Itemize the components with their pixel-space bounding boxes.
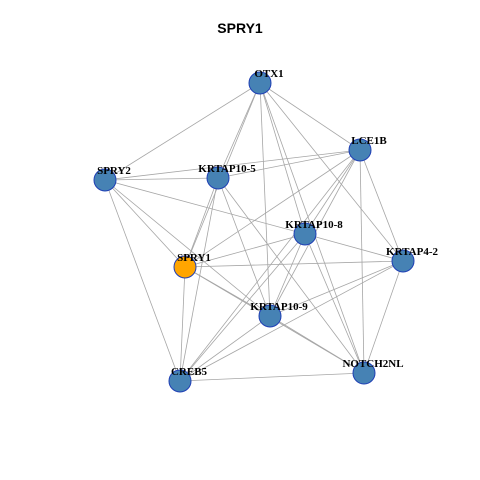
edge-krtap4-2-creb5 bbox=[179, 260, 404, 382]
edge-krtap10-8-creb5 bbox=[179, 233, 306, 382]
edge-krtap10-5-krtap10-9 bbox=[217, 177, 271, 317]
edge-krtap10-5-notch2nl bbox=[217, 177, 365, 374]
node-creb5 bbox=[168, 369, 192, 393]
edge-krtap10-5-creb5 bbox=[179, 177, 219, 382]
edge-krtap4-2-krtap10-9 bbox=[269, 260, 404, 317]
edge-spry2-creb5 bbox=[104, 179, 181, 382]
node-layer bbox=[93, 71, 415, 393]
edge-lce1b-creb5 bbox=[179, 149, 361, 382]
edge-otx1-krtap10-5 bbox=[217, 82, 261, 179]
node-label-krtap4-2: KRTAP4-2 bbox=[386, 246, 438, 258]
edge-lce1b-spry1 bbox=[184, 149, 361, 268]
node-otx1 bbox=[248, 71, 272, 95]
edge-spry2-spry1 bbox=[104, 179, 186, 268]
edge-lce1b-krtap10-8 bbox=[304, 149, 361, 235]
node-label-spry1: SPRY1 bbox=[177, 252, 211, 264]
edge-krtap10-8-krtap10-9 bbox=[269, 233, 306, 317]
edge-spry2-krtap10-8 bbox=[104, 179, 306, 235]
node-label-krtap10-5: KRTAP10-5 bbox=[198, 163, 256, 175]
node-spry1 bbox=[173, 255, 197, 279]
node-spry2 bbox=[93, 168, 117, 192]
edge-krtap10-8-krtap4-2 bbox=[304, 233, 404, 262]
edge-lce1b-krtap10-5 bbox=[217, 149, 361, 179]
edge-otx1-krtap4-2 bbox=[259, 82, 404, 262]
edge-notch2nl-creb5 bbox=[179, 372, 365, 382]
node-notch2nl bbox=[352, 361, 376, 385]
edge-krtap10-5-spry1 bbox=[184, 177, 219, 268]
node-label-creb5: CREB5 bbox=[171, 366, 208, 378]
edge-spry2-krtap10-9 bbox=[104, 179, 271, 317]
edge-lce1b-krtap4-2 bbox=[359, 149, 404, 262]
node-label-krtap10-9: KRTAP10-9 bbox=[250, 301, 308, 313]
edge-krtap4-2-spry1 bbox=[184, 260, 404, 268]
node-label-krtap10-8: KRTAP10-8 bbox=[285, 219, 343, 231]
edge-lce1b-spry2 bbox=[104, 149, 361, 181]
node-krtap4-2 bbox=[391, 249, 415, 273]
edge-krtap10-9-creb5 bbox=[179, 315, 271, 382]
node-krtap10-8 bbox=[293, 222, 317, 246]
edge-krtap10-8-notch2nl bbox=[304, 233, 365, 374]
edge-spry1-creb5 bbox=[179, 266, 186, 382]
node-label-spry2: SPRY2 bbox=[97, 165, 131, 177]
node-label-notch2nl: NOTCH2NL bbox=[342, 358, 403, 370]
edge-krtap10-9-notch2nl bbox=[269, 315, 365, 374]
edge-otx1-krtap10-8 bbox=[259, 82, 306, 235]
graph-title: SPRY1 bbox=[217, 20, 263, 36]
node-lce1b bbox=[348, 138, 372, 162]
edge-lce1b-notch2nl bbox=[359, 149, 365, 374]
edge-otx1-lce1b bbox=[259, 82, 361, 151]
edge-otx1-spry2 bbox=[104, 82, 261, 181]
edge-krtap10-8-spry1 bbox=[184, 233, 306, 268]
node-label-lce1b: LCE1B bbox=[351, 135, 387, 147]
edge-krtap4-2-notch2nl bbox=[363, 260, 404, 374]
node-krtap10-9 bbox=[258, 304, 282, 328]
node-krtap10-5 bbox=[206, 166, 230, 190]
edge-spry2-krtap10-5 bbox=[104, 177, 219, 181]
edge-layer bbox=[104, 82, 404, 382]
node-label-otx1: OTX1 bbox=[254, 68, 283, 80]
